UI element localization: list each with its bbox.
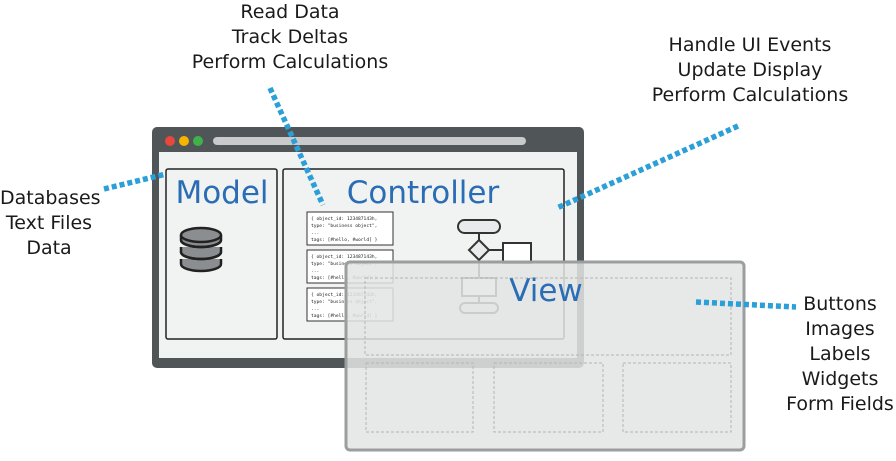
callout-line: Widgets <box>801 368 879 390</box>
code-line: ... <box>311 307 319 312</box>
window-close-dot <box>165 136 175 146</box>
svg-text:{ object_id: 123487143h,: { object_id: 123487143h, type: "business… <box>311 292 380 319</box>
code-line: ... <box>311 269 319 274</box>
events-callout: Handle UI Events Update Display Perform … <box>644 33 856 108</box>
code-line: { object_id: 123487143h, <box>311 292 377 298</box>
code-line: tags: [#hello, #world] } <box>311 313 378 319</box>
controller-callout: Read Data Track Deltas Perform Calculati… <box>186 0 394 75</box>
callout-line: Handle UI Events <box>668 34 832 56</box>
connector-view <box>695 299 797 310</box>
callout-line: Text Files <box>5 212 93 234</box>
model-callout: Databases Text Files Data <box>0 186 101 261</box>
model-title: Model <box>175 175 268 211</box>
code-line: { object_id: 123487143h, <box>311 216 377 222</box>
view-slot-3 <box>622 362 732 433</box>
code-line: type: "business object", <box>311 223 377 229</box>
window-maximize-dot <box>193 136 203 146</box>
view-callout: Buttons Images Labels Widgets Form Field… <box>784 292 896 417</box>
callout-line: Read Data <box>240 1 340 23</box>
connectors <box>103 86 797 310</box>
controller-title: Controller <box>347 175 500 211</box>
callout-line: Perform Calculations <box>651 84 849 106</box>
callout-line: Images <box>805 318 875 340</box>
callout-line: Labels <box>809 343 871 365</box>
callout-line: Databases <box>0 187 101 209</box>
view-header-region <box>364 277 732 356</box>
view-window <box>344 260 746 452</box>
svg-text:{ object_id: 123487143h,: { object_id: 123487143h, type: "business… <box>311 254 380 281</box>
code-snippet-1: { object_id: 123487143h, type: "business… <box>306 211 394 246</box>
view-title: View <box>509 273 583 309</box>
connector-model <box>103 171 167 192</box>
view-slot-2 <box>493 362 604 433</box>
code-line: ... <box>311 231 319 236</box>
code-line: type: "business object", <box>311 299 377 305</box>
window-minimize-dot <box>179 136 189 146</box>
code-line: type: "business object", <box>311 261 377 267</box>
connector-controller <box>267 86 326 207</box>
code-line: tags: [#hello, #world] } <box>311 237 378 243</box>
svg-text:{ object_id: 123487143h,: { object_id: 123487143h, type: "business… <box>311 216 380 243</box>
callout-line: Data <box>26 237 72 259</box>
callout-line: Track Deltas <box>231 26 349 48</box>
callout-line: Buttons <box>803 293 877 315</box>
callout-line: Form Fields <box>786 393 894 415</box>
connector-events <box>555 123 740 211</box>
code-line: { object_id: 123487143h, <box>311 254 377 260</box>
callout-line: Update Display <box>677 59 823 81</box>
address-bar <box>213 137 526 145</box>
callout-line: Perform Calculations <box>191 51 389 73</box>
code-line: tags: [#hello, #world] } <box>311 275 378 281</box>
view-slot-1 <box>365 362 474 433</box>
database-icon <box>179 226 223 273</box>
